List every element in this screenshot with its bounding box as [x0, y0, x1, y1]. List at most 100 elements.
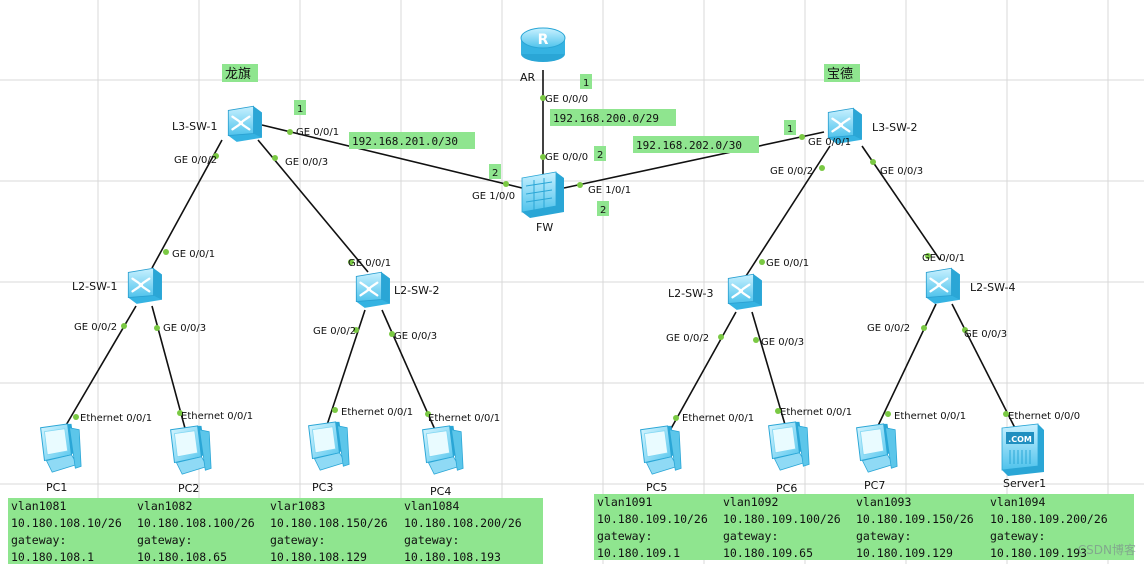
watermark: CSDN博客 — [1077, 543, 1136, 557]
port-label: GE 0/0/1 — [922, 253, 965, 264]
vlan-gateway-label: gateway: — [597, 529, 653, 543]
vlan-name: vlar1083 — [270, 499, 326, 513]
vlan-ip: 10.180.108.10/26 — [11, 516, 122, 530]
port-labels: GE 0/0/0 GE 0/0/0 GE 0/0/1 GE 0/0/2 GE 0… — [74, 94, 1080, 424]
device-label-pc5: PC5 — [646, 481, 667, 494]
vlan-ip: 10.180.109.200/26 — [990, 512, 1108, 526]
vlan-name: vlan1093 — [856, 495, 912, 509]
pc6-icon[interactable] — [768, 421, 810, 471]
vlan-entry: vlan1091 10.180.109.10/26 gateway: 10.18… — [597, 494, 708, 562]
pc4-icon[interactable] — [422, 425, 464, 475]
vlan-ip: 10.180.108.100/26 — [137, 516, 255, 530]
port-label: GE 0/0/2 — [174, 155, 217, 166]
device-label-l2sw4: L2-SW-4 — [970, 281, 1015, 294]
port-label: GE 0/0/2 — [74, 322, 117, 333]
pc1-icon[interactable] — [40, 423, 82, 473]
port-label: Ethernet 0/0/1 — [428, 413, 500, 424]
port-label: GE 0/0/0 — [545, 94, 588, 105]
port-label: GE 0/0/0 — [545, 152, 588, 163]
label-backgrounds — [222, 64, 860, 216]
device-label-pc4: PC4 — [430, 485, 451, 498]
vlan-gateway: 10.180.109.65 — [723, 546, 814, 560]
device-label-pc6: PC6 — [776, 482, 797, 495]
pc2-icon[interactable] — [170, 425, 212, 475]
device-label-pc1: PC1 — [46, 481, 67, 494]
device-label-pc3: PC3 — [312, 481, 333, 494]
router-ar-icon[interactable]: R — [520, 27, 566, 62]
device-label-pc2: PC2 — [178, 482, 199, 495]
vlan-gateway: 10.180.109.1 — [597, 546, 681, 560]
vlan-entry: vlan1094 10.180.109.200/26 gateway: 10.1… — [990, 494, 1108, 562]
server1-icon[interactable]: .COM — [1001, 423, 1044, 476]
device-label-l2sw1: L2-SW-1 — [72, 280, 117, 293]
port-label: GE 1/0/1 — [588, 185, 631, 196]
link-l2sw4-pc7 — [875, 303, 937, 431]
vlan-gateway-label: gateway: — [856, 529, 912, 543]
badge-sw2-1: 1 — [787, 124, 793, 135]
vlan-name: vlan1094 — [990, 495, 1046, 509]
link-sw2-fw — [563, 131, 825, 189]
port-label: Ethernet 0/0/1 — [80, 413, 152, 424]
vlan-info-left: vlan1081 10.180.108.10/26 gateway: 10.18… — [8, 498, 543, 564]
port-label: GE 0/0/2 — [666, 333, 709, 344]
vlan-name: vlan1082 — [137, 499, 193, 513]
vlan-gateway-label: gateway: — [11, 533, 67, 547]
vlan-gateway: 10.180.108.1 — [11, 550, 95, 564]
switch-l2sw2-icon[interactable] — [355, 271, 392, 310]
vlan-gateway-label: gateway: — [723, 529, 779, 543]
vlan-gateway-label: gateway: — [990, 529, 1046, 543]
pc5-icon[interactable] — [640, 425, 682, 475]
port-label: GE 0/0/1 — [348, 258, 391, 269]
vlan-gateway-label: gateway: — [137, 533, 193, 547]
device-label-server1: Server1 — [1003, 477, 1046, 490]
vlan-gateway: 10.180.108.65 — [137, 550, 228, 564]
vlan-entry: vlan1081 10.180.108.10/26 gateway: 10.18… — [11, 498, 122, 566]
port-label: Ethernet 0/0/1 — [894, 411, 966, 422]
device-label-l2sw2: L2-SW-2 — [394, 284, 439, 297]
link-l2sw4-server1 — [951, 303, 1017, 431]
firewall-fw-icon[interactable] — [521, 171, 564, 218]
port-label: GE 0/0/3 — [394, 331, 437, 342]
vlan-gateway: 10.180.109.193 — [990, 546, 1087, 560]
switch-l2sw4-icon[interactable] — [925, 267, 962, 306]
port-dots — [73, 95, 1009, 421]
port-label: GE 0/0/2 — [867, 323, 910, 334]
vlan-ip: 10.180.108.150/26 — [270, 516, 388, 530]
device-label-pc7: PC7 — [864, 479, 885, 492]
port-label: Ethernet 0/0/1 — [181, 411, 253, 422]
links — [61, 70, 1017, 435]
vlan-info-right: vlan1091 10.180.109.10/26 gateway: 10.18… — [594, 494, 1134, 560]
port-label: GE 0/0/3 — [880, 166, 923, 177]
port-label: GE 0/0/2 — [313, 326, 356, 337]
pc3-icon[interactable] — [308, 421, 350, 471]
svg-text:R: R — [538, 32, 549, 48]
switch-l2sw1-icon[interactable] — [127, 267, 164, 306]
site-label-right: 宝德 — [827, 67, 853, 82]
vlan-entry: vlar1083 10.180.108.150/26 gateway: 10.1… — [270, 498, 388, 566]
vlan-gateway-label: gateway: — [270, 533, 326, 547]
vlan-name: vlan1081 — [11, 499, 67, 513]
vlan-name: vlan1092 — [723, 495, 779, 509]
vlan-gateway-label: gateway: — [404, 533, 460, 547]
port-label: Ethernet 0/0/1 — [780, 407, 852, 418]
link-sw1-l2sw2 — [257, 139, 369, 273]
badge-ar-1: 1 — [583, 78, 589, 89]
vlan-ip: 10.180.109.150/26 — [856, 512, 974, 526]
pc7-icon[interactable] — [856, 423, 898, 473]
link-l2sw3-pc5 — [667, 311, 737, 435]
link-sw2-l2sw4 — [861, 145, 941, 261]
link-sw1-fw — [261, 124, 523, 189]
vlan-gateway: 10.180.108.193 — [404, 550, 501, 564]
port-label: GE 1/0/0 — [472, 191, 515, 202]
vlan-entry: vlan1084 10.180.108.200/26 gateway: 10.1… — [404, 498, 522, 566]
port-label: GE 0/0/1 — [766, 258, 809, 269]
link-l2sw3-pc6 — [751, 311, 787, 429]
port-label: GE 0/0/3 — [163, 323, 206, 334]
port-label: GE 0/0/1 — [808, 137, 851, 148]
badge-fw-2: 2 — [597, 150, 603, 161]
switch-l3sw1-icon[interactable] — [227, 105, 264, 144]
switch-l2sw3-icon[interactable] — [727, 273, 764, 312]
